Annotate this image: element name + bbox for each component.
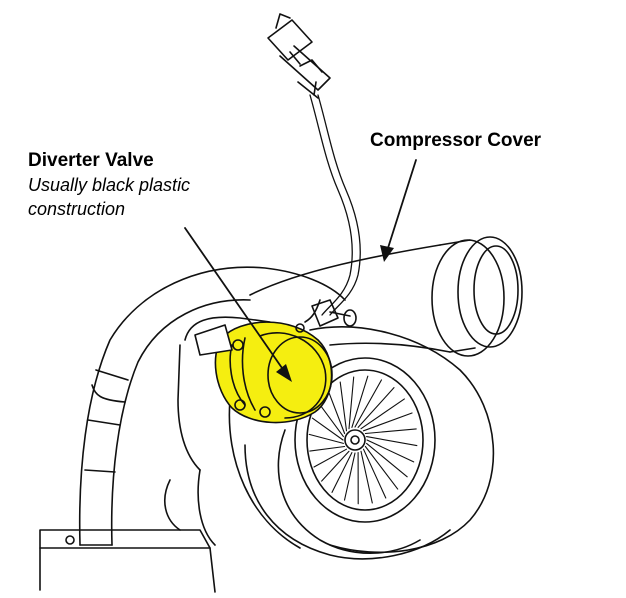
compressor-cover-leader	[387, 159, 417, 249]
diverter-valve-label: Diverter Valve	[28, 150, 154, 171]
compressor-blade	[366, 436, 418, 447]
compressor-cover-label: Compressor Cover	[370, 130, 542, 151]
compressor-outlet-pipe	[249, 236, 523, 357]
diverter-valve-note-line-1: Usually black plastic	[28, 175, 191, 195]
compressor-blade	[354, 379, 383, 428]
compressor-blade	[360, 398, 405, 430]
compressor-blade	[362, 448, 387, 499]
compressor-blade	[331, 452, 353, 493]
compressor-blade	[321, 450, 350, 482]
compressor-blade	[343, 452, 356, 501]
compressor-housing	[228, 326, 495, 560]
compressor-blade	[364, 428, 417, 435]
compressor-blade	[327, 390, 346, 435]
compressor-blade	[362, 412, 413, 432]
compressor-cover-arrowhead	[380, 245, 394, 262]
center-housing	[164, 316, 271, 546]
compressor-blade	[357, 387, 395, 428]
sensor-connector	[267, 13, 331, 99]
diverter-valve-leader	[184, 227, 283, 369]
compressor-wheel	[294, 357, 436, 523]
diverter-valve-note-line-2: construction	[28, 199, 126, 219]
compressor-blade	[360, 450, 373, 504]
diverter-valve	[194, 321, 333, 424]
compressor-blade	[364, 445, 399, 490]
compressor-blade	[348, 376, 355, 430]
compressor-blade	[309, 445, 346, 452]
compressor-blade	[351, 375, 369, 428]
compressor-blade	[366, 442, 408, 478]
compressor-blade	[313, 448, 348, 468]
diverter-valve-arrowhead	[276, 364, 292, 382]
mounting-bolt	[311, 299, 357, 327]
compressor-blade	[318, 402, 344, 438]
compressor-blade	[339, 381, 348, 432]
compressor-blade	[308, 433, 344, 444]
sensor-wiring	[304, 81, 361, 323]
compressor-blade	[311, 417, 344, 441]
compressor-blade	[366, 439, 415, 463]
